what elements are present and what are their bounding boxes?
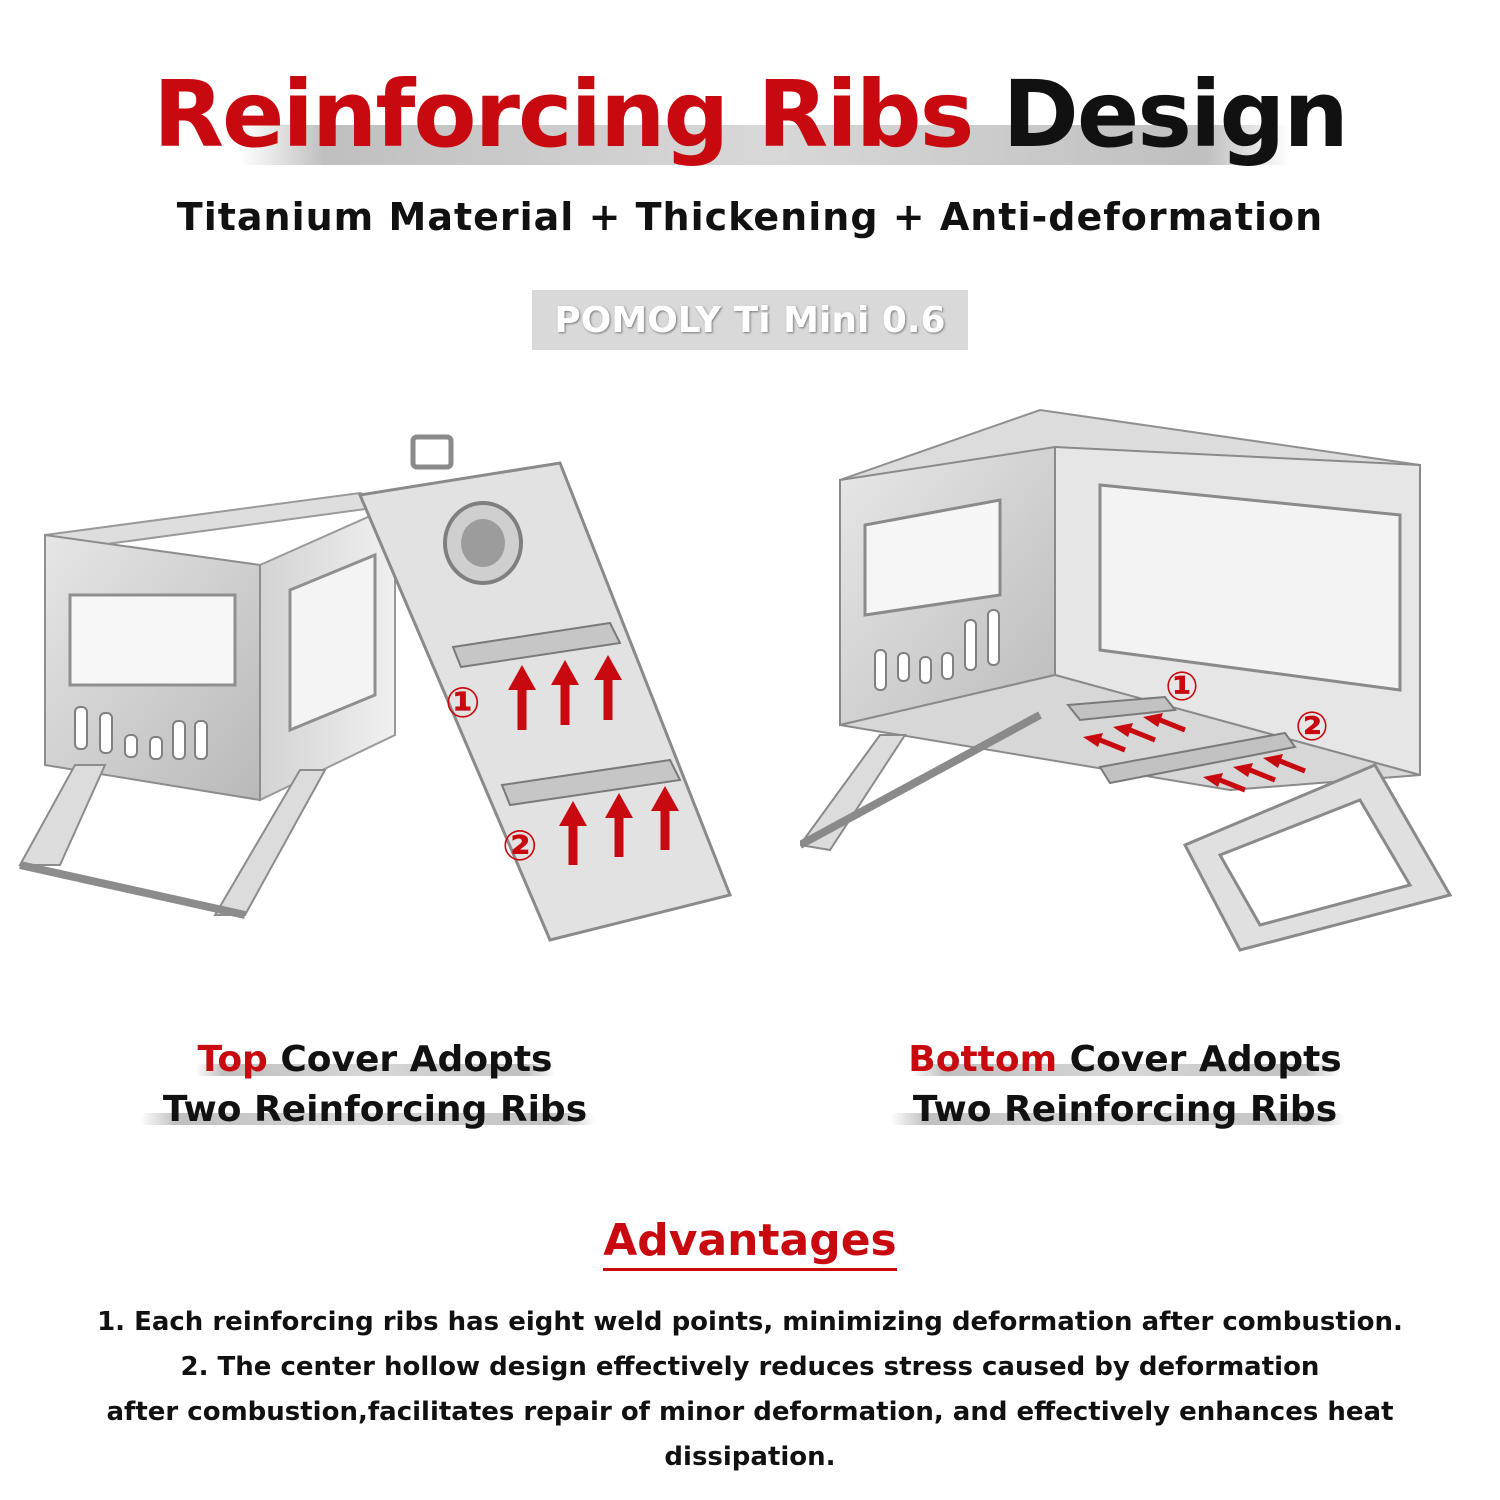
rib-marker-2: ② [1295,704,1329,750]
stove-front-window [68,593,237,687]
rib-1-arrows [1083,713,1186,753]
rib-marker-2: ② [502,821,538,870]
subtitle: Titanium Material + Thickening + Anti-de… [176,195,1324,239]
title-black-part: Design [1002,61,1348,168]
stove-leg-left [800,734,907,852]
left-caption: Top Cover Adopts Two Reinforcing Ribs [110,1035,640,1135]
reinforcing-rib-2 [500,758,682,807]
model-badge: POMOLY Ti Mini 0.6 [532,290,968,350]
stove-end-window [863,498,1002,617]
right-caption-rest: Cover Adopts [1057,1039,1342,1080]
left-caption-line1: Top Cover Adopts [110,1035,640,1085]
left-stove-illustration: ① ② [18,434,733,942]
right-stove-illustration: ① ② [800,408,1453,952]
reinforcing-rib-1 [1066,695,1177,722]
rib-2-arrows [1203,754,1306,793]
left-caption-line2: Two Reinforcing Ribs [162,1089,588,1130]
cover-handle-icon [410,434,454,470]
vent-slots [74,706,208,760]
right-caption: Bottom Cover Adopts Two Reinforcing Ribs [860,1035,1390,1135]
reinforcing-rib-1 [451,621,622,669]
right-caption-brush [910,1064,1340,1076]
stove-leg-left [18,764,107,866]
advantage-line-1: 1. Each reinforcing ribs has eight weld … [97,1307,1403,1337]
advantages-heading: Advantages [0,1215,1500,1271]
right-caption-red: Bottom [908,1039,1058,1080]
top-cover-panel [357,461,733,942]
left-caption-rest: Cover Adopts [267,1039,553,1080]
vent-slots [874,609,1000,691]
reinforcing-rib-2 [1098,731,1297,785]
title-red-part: Reinforcing Ribs [153,61,974,168]
left-caption-red: Top [197,1039,268,1080]
right-caption-line1: Bottom Cover Adopts [860,1035,1390,1085]
advantages-title: Advantages [603,1215,897,1271]
left-caption-brush-2 [140,1113,595,1125]
advantage-line-3: after combustion,facilitates repair of m… [106,1397,1394,1472]
left-caption-brush [195,1064,555,1076]
stove-side-window [288,552,377,733]
advantages-text: 1. Each reinforcing ribs has eight weld … [60,1300,1440,1480]
page-title: Reinforcing Ribs Design [0,60,1500,170]
title-brush-stroke [240,125,1290,165]
stove-side-window [1098,483,1402,692]
rib-1-arrows [508,655,622,730]
advantage-line-2: 2. The center hollow design effectively … [180,1352,1320,1382]
rib-2-arrows [559,786,679,865]
rib-marker-1: ① [445,678,481,727]
rib-marker-1: ① [1165,664,1199,710]
right-caption-line2: Two Reinforcing Ribs [912,1089,1338,1130]
right-caption-brush-2 [890,1113,1345,1125]
